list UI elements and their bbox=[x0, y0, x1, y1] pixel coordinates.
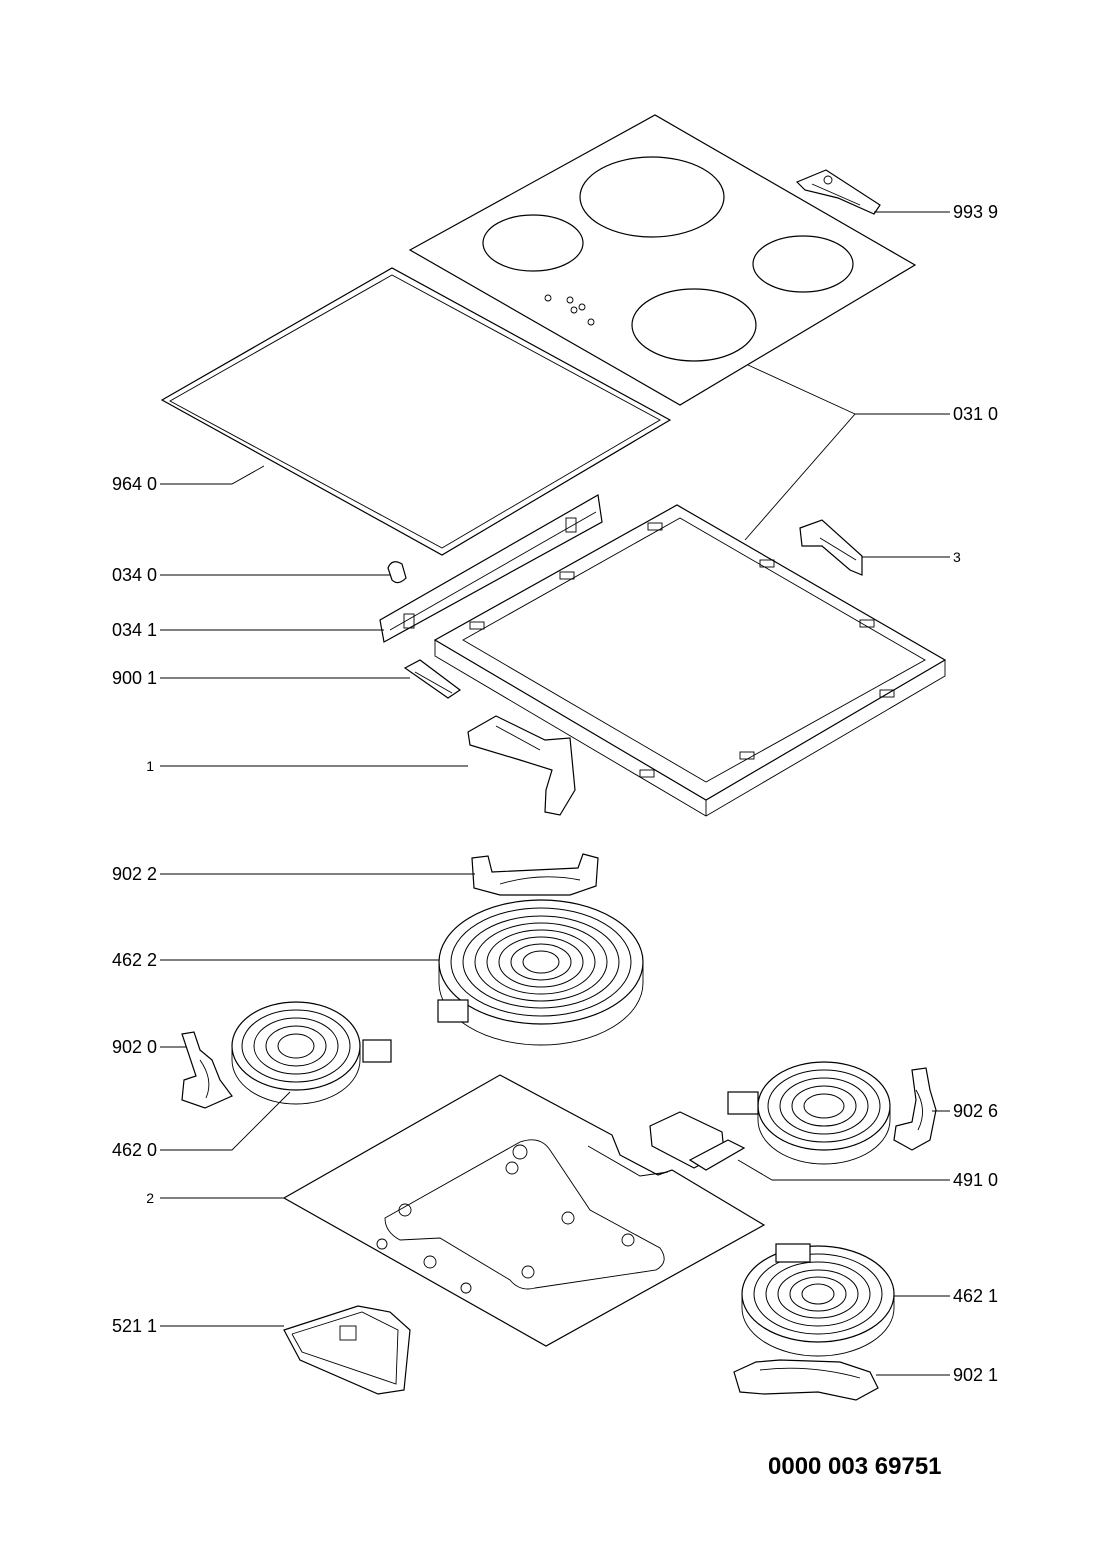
label-462-2: 462 2 bbox=[112, 950, 157, 970]
label-900-1: 900 1 bbox=[112, 668, 157, 688]
hob-zone-left bbox=[482, 214, 584, 272]
heater-front-right bbox=[741, 1243, 895, 1357]
heater-large bbox=[437, 899, 644, 1046]
bracket-902-6 bbox=[893, 1067, 937, 1151]
label-2: 2 bbox=[146, 1190, 154, 1206]
heater-right bbox=[727, 1061, 891, 1165]
frame bbox=[433, 504, 947, 817]
bracket-902-1 bbox=[733, 1359, 879, 1401]
bracket-1 bbox=[467, 715, 576, 816]
bracket-993-9 bbox=[795, 169, 881, 215]
label-902-6: 902 6 bbox=[953, 1101, 998, 1121]
bracket-902-2 bbox=[471, 853, 599, 896]
leader-lines bbox=[160, 211, 950, 1376]
label-491-0: 491 0 bbox=[953, 1170, 998, 1190]
label-964-0: 964 0 bbox=[112, 474, 157, 494]
label-3: 3 bbox=[953, 549, 961, 565]
connector-900-1 bbox=[403, 659, 462, 699]
clip-034-0 bbox=[387, 561, 407, 584]
label-034-1: 034 1 bbox=[112, 620, 157, 640]
label-1: 1 bbox=[146, 758, 154, 774]
bracket-902-0 bbox=[181, 1031, 233, 1109]
base-plate bbox=[282, 1074, 766, 1347]
bracket-3 bbox=[799, 519, 863, 576]
hob-zone-right bbox=[752, 235, 854, 293]
label-993-9: 993 9 bbox=[953, 202, 998, 222]
side-rail bbox=[379, 494, 603, 643]
label-902-2: 902 2 bbox=[112, 864, 157, 884]
label-031-0: 031 0 bbox=[953, 404, 998, 424]
document-number: 0000 003 69751 bbox=[768, 1453, 942, 1480]
glass-cooktop bbox=[408, 114, 917, 406]
label-902-0: 902 0 bbox=[112, 1037, 157, 1057]
hob-zone-large bbox=[579, 156, 725, 238]
label-462-0: 462 0 bbox=[112, 1140, 157, 1160]
terminal-block bbox=[649, 1111, 746, 1171]
gasket-seal bbox=[160, 267, 672, 556]
control-module bbox=[283, 1305, 411, 1395]
heater-left bbox=[231, 1001, 392, 1105]
hob-zone-front bbox=[631, 288, 757, 362]
label-034-0: 034 0 bbox=[112, 565, 157, 585]
label-462-1: 462 1 bbox=[953, 1286, 998, 1306]
label-902-1: 902 1 bbox=[953, 1365, 998, 1385]
label-521-1: 521 1 bbox=[112, 1316, 157, 1336]
